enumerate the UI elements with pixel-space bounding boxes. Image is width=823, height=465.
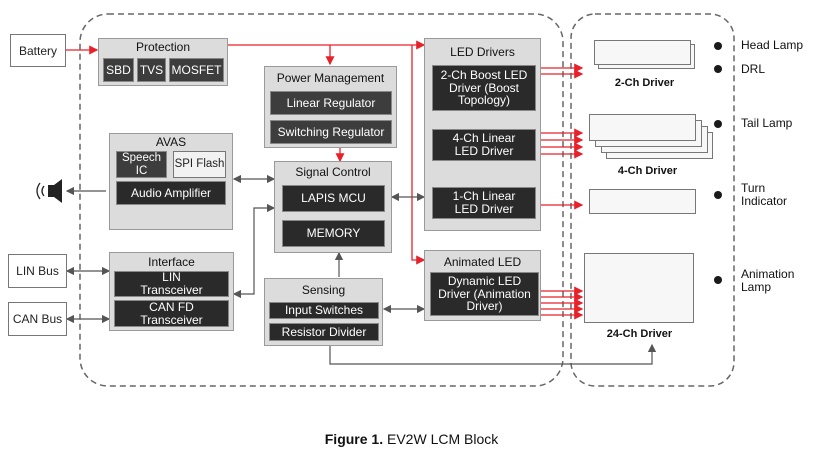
can-bus-label: CAN Bus: [12, 312, 63, 326]
avas-block: AVAS Speech IC SPI Flash Audio Amplifier: [109, 133, 233, 230]
animated-led-block: Animated LED Dynamic LED Driver (Animati…: [424, 250, 541, 321]
memory-box: MEMORY: [282, 220, 385, 247]
battery-label: Battery: [18, 43, 57, 58]
power-management-title: Power Management: [276, 71, 385, 85]
linear-1ch-led-driver-box: 1-Ch Linear LED Driver: [432, 187, 536, 219]
lcm-boundary: [79, 13, 564, 387]
boost-led-driver-box: 2-Ch Boost LED Driver (Boost Topology): [432, 65, 536, 111]
speaker-icon: [36, 179, 62, 203]
figure-caption-text: EV2W LCM Block: [387, 431, 499, 447]
sensing-block: Sensing Input Switches Resistor Divider: [264, 278, 383, 346]
switching-regulator-box: Switching Regulator: [270, 120, 392, 144]
protection-block: Protection SBD TVS MOSFET: [98, 38, 228, 86]
mosfet-box: MOSFET: [169, 58, 224, 82]
lin-bus-box: LIN Bus: [8, 254, 67, 288]
driver-2ch-label: 2-Ch Driver: [614, 77, 675, 89]
signal-control-block: Signal Control LAPIS MCU MEMORY: [274, 161, 392, 253]
sensing-title: Sensing: [301, 283, 346, 297]
audio-amplifier-box: Audio Amplifier: [116, 181, 226, 205]
led-drivers-block: LED Drivers 2-Ch Boost LED Driver (Boost…: [424, 38, 541, 231]
lamp-boundary: [570, 13, 735, 387]
lapis-mcu-box: LAPIS MCU: [282, 185, 385, 212]
interface-block: Interface LIN Transceiver CAN FD Transce…: [109, 252, 234, 331]
power-management-block: Power Management Linear Regulator Switch…: [264, 66, 397, 148]
dynamic-led-driver-box: Dynamic LED Driver (Animation Driver): [430, 272, 539, 316]
battery-box: Battery: [10, 34, 66, 67]
driver-24ch-board: [584, 253, 694, 323]
animated-led-title: Animated LED: [443, 255, 522, 269]
avas-title: AVAS: [155, 135, 187, 149]
driver-4ch-board-front: [589, 114, 696, 141]
tail-lamp-label: Tail Lamp: [741, 116, 793, 130]
interface-title: Interface: [148, 255, 195, 269]
head-lamp-label: Head Lamp: [741, 38, 804, 52]
protection-title: Protection: [135, 40, 191, 54]
drl-label: DRL: [741, 62, 766, 76]
lin-bus-label: LIN Bus: [16, 264, 59, 278]
input-switches-box: Input Switches: [269, 302, 379, 319]
can-bus-box: CAN Bus: [8, 302, 67, 336]
can-fd-transceiver-box: CAN FD Transceiver: [114, 300, 229, 327]
linear-regulator-box: Linear Regulator: [270, 91, 392, 115]
driver-2ch-board-front: [594, 40, 691, 65]
linear-4ch-led-driver-box: 4-Ch Linear LED Driver: [432, 129, 536, 161]
driver-4ch-label: 4-Ch Driver: [617, 165, 678, 177]
sbd-box: SBD: [103, 58, 134, 82]
speech-ic-box: Speech IC: [116, 151, 167, 178]
tvs-box: TVS: [137, 58, 166, 82]
turn-indicator-label: Turn Indicator: [741, 181, 788, 208]
figure-caption-label: Figure 1.: [324, 431, 384, 447]
lin-transceiver-box: LIN Transceiver: [114, 271, 229, 297]
figure-caption: Figure 1. EV2W LCM Block: [0, 431, 823, 447]
signal-control-title: Signal Control: [295, 165, 371, 179]
resistor-divider-box: Resistor Divider: [269, 323, 379, 341]
driver-1ch-board: [589, 189, 696, 214]
spi-flash-box: SPI Flash: [173, 151, 226, 178]
driver-24ch-label: 24-Ch Driver: [606, 328, 673, 340]
animation-lamp-label: Animation Lamp: [741, 267, 795, 294]
led-drivers-title: LED Drivers: [450, 45, 515, 59]
